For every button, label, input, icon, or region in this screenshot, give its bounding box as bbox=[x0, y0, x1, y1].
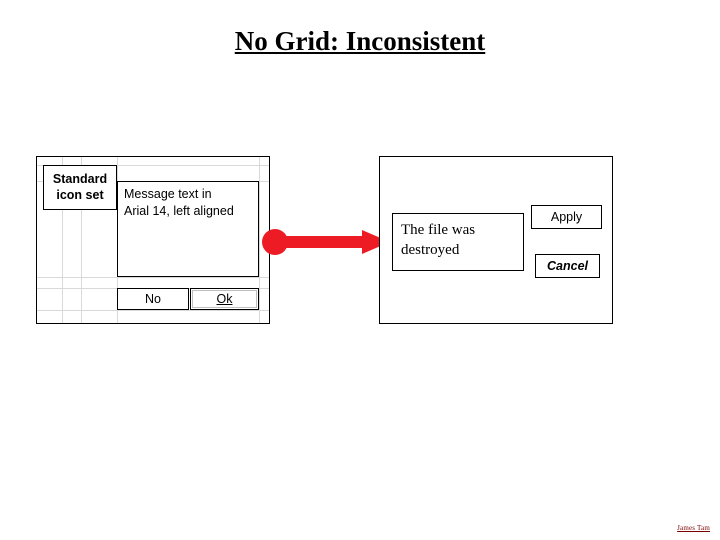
message-text-box: Message text in Arial 14, left aligned bbox=[117, 181, 259, 277]
apply-button[interactable]: Apply bbox=[531, 205, 602, 229]
icon-set-label-line2: icon set bbox=[56, 187, 104, 202]
page-title: No Grid: Inconsistent bbox=[0, 26, 720, 57]
grid-line-vertical bbox=[259, 157, 260, 323]
icon-set-label-line1: Standard bbox=[52, 172, 108, 187]
destroyed-message-box: The file was destroyed bbox=[392, 213, 524, 271]
apply-button-label: Apply bbox=[550, 210, 583, 224]
standard-icon-set-box: Standard icon set bbox=[43, 165, 117, 210]
cancel-button[interactable]: Cancel bbox=[535, 254, 600, 278]
cancel-button-label: Cancel bbox=[547, 259, 588, 273]
message-line1: Message text in bbox=[124, 187, 212, 201]
grid-line-vertical bbox=[81, 157, 82, 323]
red-arrow bbox=[262, 228, 392, 256]
destroyed-message-line2: destroyed bbox=[401, 241, 460, 258]
destroyed-message-line1: The file was bbox=[401, 222, 476, 238]
ok-button[interactable]: Ok bbox=[190, 288, 259, 310]
no-button[interactable]: No bbox=[117, 288, 189, 310]
grid-line-horizontal bbox=[37, 310, 269, 311]
footer-credit: James Tam bbox=[677, 524, 710, 532]
footer-credit-text: James Tam bbox=[677, 524, 710, 532]
page-title-text: No Grid: Inconsistent bbox=[234, 26, 486, 56]
message-line2: Arial 14, left aligned bbox=[124, 203, 234, 218]
ok-button-label: Ok bbox=[216, 292, 233, 306]
grid-line-vertical bbox=[62, 157, 63, 323]
grid-line-horizontal bbox=[37, 165, 269, 166]
no-button-label: No bbox=[145, 292, 161, 306]
grid-line-horizontal bbox=[37, 277, 269, 278]
